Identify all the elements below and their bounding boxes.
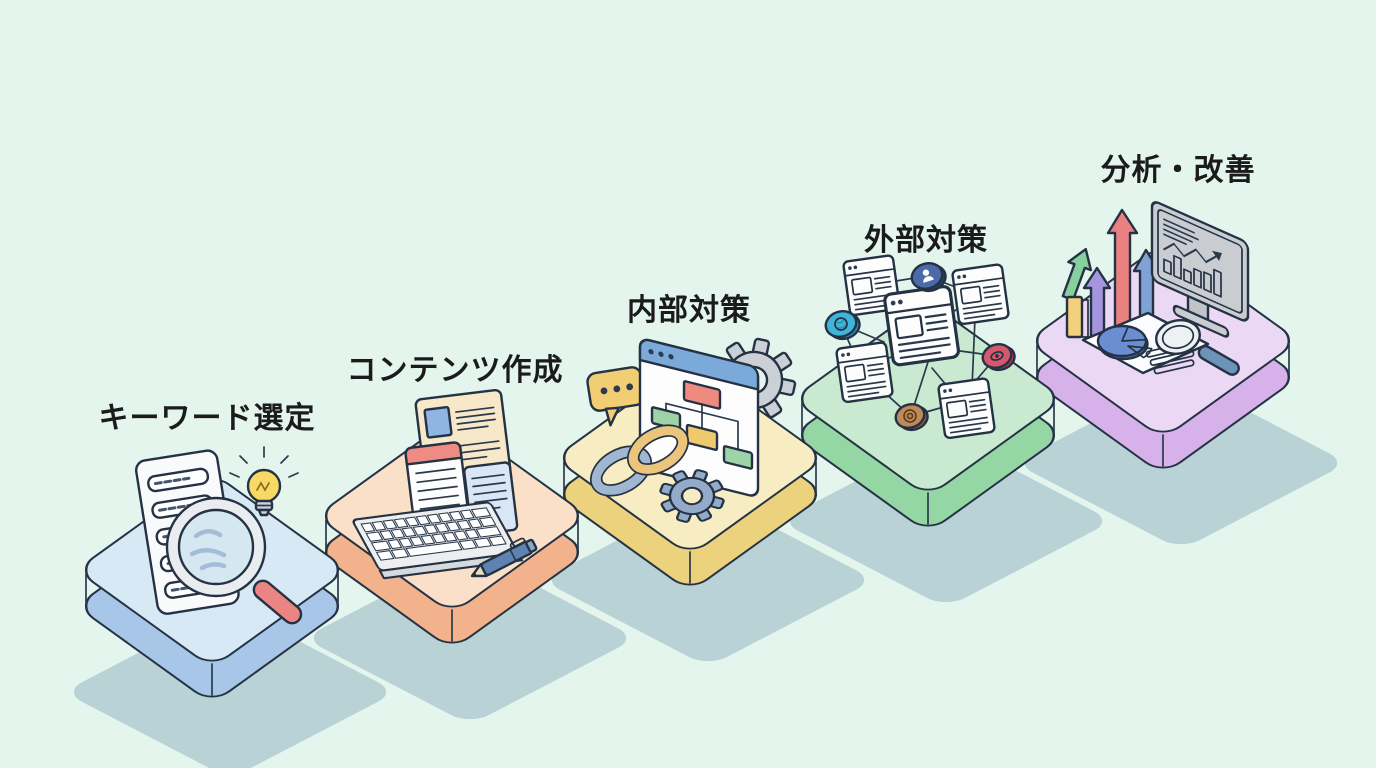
step-5-label: 分析・改善: [1100, 154, 1256, 187]
step-4-external: [800, 253, 1056, 527]
pen-icon: [470, 537, 538, 578]
globe-node-icon: [824, 309, 861, 341]
step-2-content: [324, 388, 580, 644]
article-documents-icon: [404, 388, 519, 547]
page-yellow: [936, 376, 997, 440]
eye-node-icon: [981, 342, 1016, 372]
page-green-left: [834, 340, 895, 404]
page-blue: [950, 262, 1011, 326]
small-gear-icon: [659, 469, 725, 523]
step-3-internal: [562, 337, 818, 586]
user-node-icon: [910, 261, 947, 293]
chain-link-icon: [590, 424, 689, 497]
monitor-chart-icon: [1150, 201, 1250, 338]
linked-pages-network-icon: [824, 253, 1016, 440]
spiral-node-icon: [894, 402, 929, 432]
step-4-label: 外部対策: [864, 224, 988, 257]
lightbulb-icon: [229, 446, 299, 517]
magnifier-icon: [165, 496, 303, 625]
analysis-magnifier-icon: [1155, 319, 1240, 376]
step-3-label: 内部対策: [627, 294, 751, 327]
step-1-label: キーワード選定: [98, 402, 316, 435]
step-5-analysis: [1035, 201, 1291, 469]
page-green-main: [882, 284, 961, 368]
keyboard-icon: [352, 501, 524, 580]
step-1-keyword: [84, 446, 340, 698]
step-2-label: コンテンツ作成: [346, 354, 564, 387]
